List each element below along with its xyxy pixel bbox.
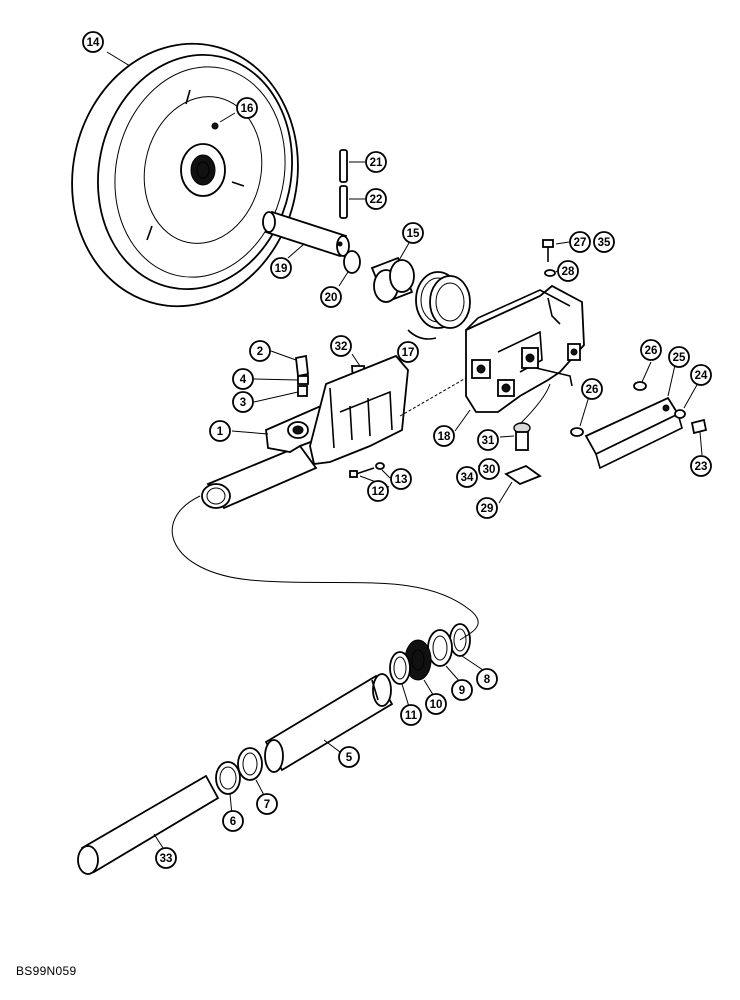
svg-text:16: 16 — [241, 103, 254, 115]
seal-stack — [389, 623, 471, 685]
yoke-bracket — [465, 284, 585, 413]
grease-fitting — [295, 354, 309, 397]
svg-text:6: 6 — [230, 816, 236, 828]
svg-text:26: 26 — [645, 345, 658, 357]
svg-text:19: 19 — [275, 263, 288, 275]
svg-text:31: 31 — [482, 435, 495, 447]
callout-2: 2 — [249, 340, 271, 362]
svg-text:17: 17 — [402, 347, 415, 359]
svg-text:20: 20 — [325, 292, 338, 304]
callout-11: 11 — [400, 704, 422, 726]
svg-text:25: 25 — [673, 352, 686, 364]
svg-text:32: 32 — [335, 341, 348, 353]
svg-text:13: 13 — [395, 474, 408, 486]
callout-16: 16 — [236, 97, 258, 119]
piston-rod — [264, 673, 394, 773]
callout-32: 32 — [330, 335, 352, 357]
callout-5: 5 — [338, 746, 360, 768]
callout-20: 20 — [320, 286, 342, 308]
spring-pins — [339, 149, 348, 219]
svg-text:7: 7 — [264, 799, 270, 811]
svg-text:3: 3 — [240, 397, 246, 409]
svg-text:14: 14 — [87, 37, 100, 49]
svg-text:21: 21 — [370, 157, 383, 169]
callout-7: 7 — [256, 793, 278, 815]
callout-8: 8 — [476, 668, 498, 690]
idler-wheel — [71, 42, 299, 308]
callout-3: 3 — [232, 391, 254, 413]
callout-9: 9 — [451, 679, 473, 701]
svg-text:24: 24 — [695, 370, 708, 382]
callout-12: 12 — [367, 480, 389, 502]
callout-1: 1 — [209, 420, 231, 442]
svg-text:2: 2 — [257, 346, 263, 358]
svg-text:33: 33 — [160, 853, 173, 865]
callout-18: 18 — [433, 425, 455, 447]
svg-text:22: 22 — [370, 194, 383, 206]
callout-27: 27 — [569, 231, 591, 253]
spring-and-pad — [504, 422, 542, 486]
rings — [215, 747, 263, 795]
svg-text:1: 1 — [217, 426, 224, 438]
idler-shaft — [262, 210, 350, 258]
seal-assembly — [407, 271, 471, 340]
svg-text:23: 23 — [695, 461, 708, 473]
wear-plate — [570, 381, 708, 470]
small-bolt — [349, 462, 385, 478]
bolt-and-washer — [542, 239, 556, 277]
svg-text:4: 4 — [240, 374, 247, 386]
svg-text:28: 28 — [562, 266, 575, 278]
callout-26-lower: 26 — [581, 378, 603, 400]
callout-34: 34 — [456, 466, 478, 488]
figure-code: BS99N059 — [16, 964, 77, 978]
callout-23: 23 — [690, 455, 712, 477]
svg-text:8: 8 — [484, 674, 491, 686]
callout-26-upper: 26 — [640, 339, 662, 361]
svg-text:10: 10 — [430, 699, 443, 711]
svg-text:15: 15 — [407, 228, 420, 240]
callout-25: 25 — [668, 346, 690, 368]
callout-24: 24 — [690, 364, 712, 386]
bushing — [370, 256, 415, 304]
callout-28: 28 — [557, 260, 579, 282]
callout-31: 31 — [477, 429, 499, 451]
callout-6: 6 — [222, 810, 244, 832]
callout-13: 13 — [390, 468, 412, 490]
callout-19: 19 — [270, 257, 292, 279]
svg-text:9: 9 — [459, 685, 465, 697]
tube — [77, 774, 220, 875]
callout-35: 35 — [593, 231, 615, 253]
svg-text:18: 18 — [438, 431, 451, 443]
callout-10: 10 — [425, 693, 447, 715]
svg-text:11: 11 — [405, 710, 418, 722]
svg-text:35: 35 — [598, 237, 611, 249]
callout-4: 4 — [232, 368, 254, 390]
svg-text:27: 27 — [574, 237, 587, 249]
callout-17: 17 — [397, 341, 419, 363]
callout-15: 15 — [402, 222, 424, 244]
callout-22: 22 — [365, 188, 387, 210]
callout-21: 21 — [365, 151, 387, 173]
svg-text:5: 5 — [346, 752, 353, 764]
svg-text:29: 29 — [481, 503, 494, 515]
callout-29: 29 — [476, 497, 498, 519]
callout-33: 33 — [155, 847, 177, 869]
callout-30: 30 — [478, 458, 500, 480]
callout-14: 14 — [82, 31, 104, 53]
svg-text:12: 12 — [372, 486, 385, 498]
o-ring — [343, 250, 361, 274]
svg-text:26: 26 — [586, 384, 599, 396]
svg-text:30: 30 — [483, 464, 496, 476]
cylinder-assembly — [201, 354, 409, 510]
svg-text:34: 34 — [461, 472, 474, 484]
